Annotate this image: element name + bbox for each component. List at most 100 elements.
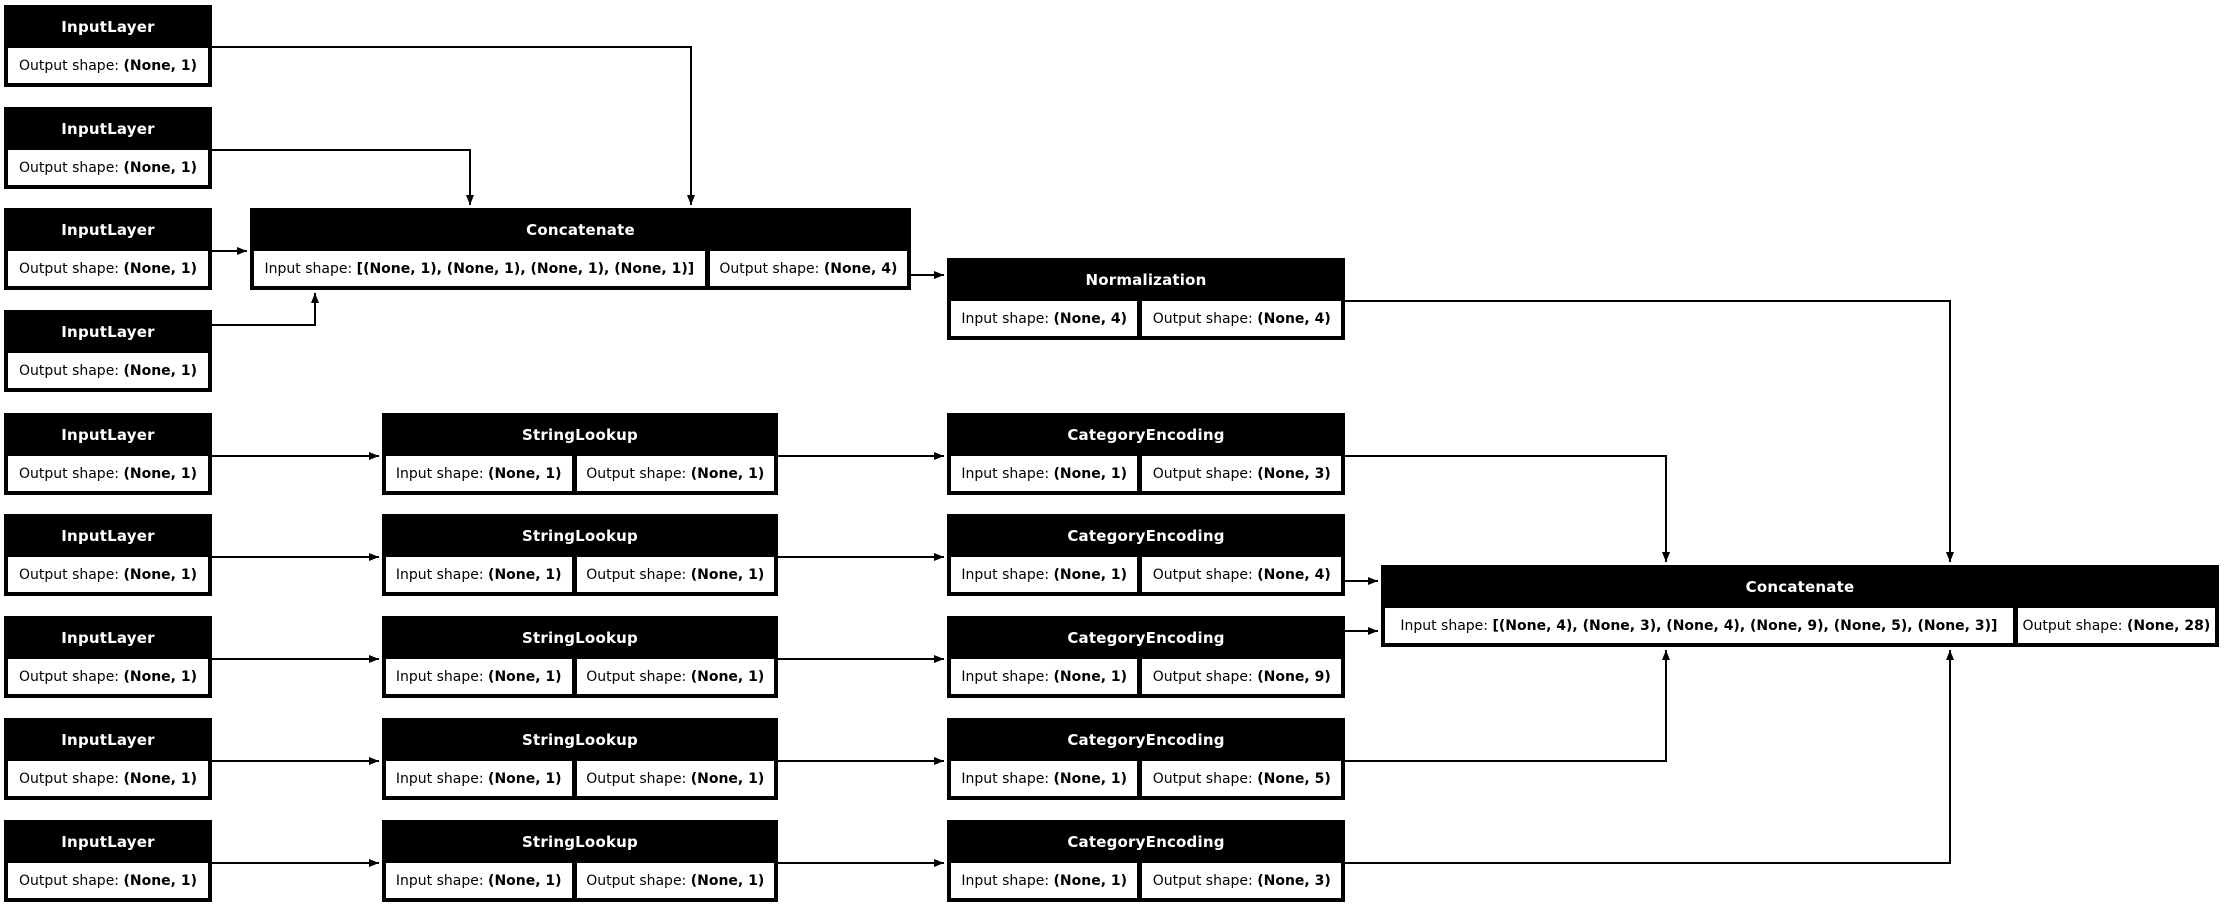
- concatenate-1-title: Concatenate: [526, 220, 635, 239]
- normalization-shape-value-0: (None, 4): [1053, 310, 1128, 327]
- input-layer-7-shape-cell-0: Output shape: (None, 1): [8, 659, 208, 694]
- string-lookup-5-shape-label-1: Output shape:: [586, 872, 691, 889]
- category-encoding-3-shape-label-0: Input shape:: [961, 668, 1054, 685]
- string-lookup-4-shape-label-0: Input shape:: [395, 770, 489, 787]
- edge-input2-to-concatenate1: [212, 149, 474, 205]
- input-layer-5-title: InputLayer: [61, 425, 155, 444]
- string-lookup-2-shape-cell-1: Output shape: (None, 1): [576, 557, 774, 592]
- input-layer-2-shape-cell-0: Output shape: (None, 1): [8, 150, 208, 185]
- input-layer-4-shape-label-0: Output shape:: [18, 362, 124, 379]
- string-lookup-5-shape-cell-0: Input shape: (None, 1): [386, 863, 572, 898]
- input-layer-8-shape-cell-0: Output shape: (None, 1): [8, 761, 208, 796]
- input-layer-5-shape-label-0: Output shape:: [18, 465, 124, 482]
- string-lookup-2-shape-label-0: Input shape:: [395, 566, 489, 583]
- input-layer-4-title: InputLayer: [61, 322, 155, 341]
- input-layer-9-title: InputLayer: [61, 832, 155, 851]
- concatenate-2-shape-value-0: [(None, 4), (None, 3), (None, 4), (None,…: [1492, 617, 1998, 634]
- category-encoding-3-shape-label-1: Output shape:: [1152, 668, 1258, 685]
- category-encoding-3-title: CategoryEncoding: [1067, 628, 1225, 647]
- normalization-title: Normalization: [1085, 270, 1207, 289]
- string-lookup-3-shape-value-0: (None, 1): [488, 668, 562, 685]
- string-lookup-5-shape-value-0: (None, 1): [488, 872, 562, 889]
- normalization-shape-label-1: Output shape:: [1152, 310, 1258, 327]
- edge-input4-to-concatenate1: [212, 293, 319, 326]
- string-lookup-5-title: StringLookup: [522, 832, 638, 851]
- concatenate-2-shape-cell-0: Input shape: [(None, 4), (None, 3), (Non…: [1385, 608, 2013, 643]
- input-layer-3-shape-cell-0: Output shape: (None, 1): [8, 251, 208, 286]
- string-lookup-3-shape-label-1: Output shape:: [586, 668, 691, 685]
- string-lookup-5-shape-value-1: (None, 1): [690, 872, 765, 889]
- edge-input1-to-concatenate1: [212, 46, 695, 205]
- string-lookup-4-shape-value-1: (None, 1): [690, 770, 765, 787]
- input-layer-1-title: InputLayer: [61, 17, 155, 36]
- string-lookup-3-shape-cell-0: Input shape: (None, 1): [386, 659, 572, 694]
- input-layer-6-shape-value-0: (None, 1): [123, 566, 198, 583]
- input-layer-6-shape-cell-0: Output shape: (None, 1): [8, 557, 208, 592]
- category-encoding-4-title: CategoryEncoding: [1067, 730, 1225, 749]
- string-lookup-1-shape-cell-1: Output shape: (None, 1): [576, 456, 774, 491]
- edge-categoryencoding1-to-concatenate2: [1345, 455, 1670, 562]
- concatenate-2-shape-value-1: (None, 28): [2126, 617, 2211, 634]
- input-layer-1-shape-label-0: Output shape:: [18, 57, 124, 74]
- string-lookup-5-shape-cell-1: Output shape: (None, 1): [576, 863, 774, 898]
- concatenate-1-shape-value-1: (None, 4): [823, 260, 898, 277]
- string-lookup-2-title: StringLookup: [522, 526, 638, 545]
- concatenate-2-shape-label-1: Output shape:: [2022, 617, 2127, 634]
- string-lookup-1-shape-value-1: (None, 1): [690, 465, 765, 482]
- category-encoding-2-shape-cell-1: Output shape: (None, 4): [1142, 557, 1341, 592]
- category-encoding-3-shape-value-1: (None, 9): [1257, 668, 1331, 685]
- category-encoding-1-shape-label-1: Output shape:: [1152, 465, 1258, 482]
- normalization-shape-cell-0: Input shape: (None, 4): [951, 301, 1138, 336]
- normalization-shape-label-0: Input shape:: [961, 310, 1054, 327]
- category-encoding-3-shape-cell-0: Input shape: (None, 1): [951, 659, 1138, 694]
- input-layer-4-shape-value-0: (None, 1): [123, 362, 198, 379]
- input-layer-4-shape-cell-0: Output shape: (None, 1): [8, 353, 208, 388]
- string-lookup-1-shape-cell-0: Input shape: (None, 1): [386, 456, 572, 491]
- concatenate-1-shape-label-0: Input shape:: [264, 260, 357, 277]
- string-lookup-5-shape-label-0: Input shape:: [395, 872, 489, 889]
- string-lookup-4-shape-cell-0: Input shape: (None, 1): [386, 761, 572, 796]
- edge-categoryencoding4-to-concatenate2: [1345, 650, 1670, 762]
- input-layer-2-shape-value-0: (None, 1): [123, 159, 198, 176]
- category-encoding-5-shape-value-1: (None, 3): [1257, 872, 1331, 889]
- category-encoding-1-shape-cell-1: Output shape: (None, 3): [1142, 456, 1341, 491]
- string-lookup-2-shape-value-0: (None, 1): [488, 566, 562, 583]
- category-encoding-1-shape-value-0: (None, 1): [1053, 465, 1128, 482]
- input-layer-6-shape-label-0: Output shape:: [18, 566, 124, 583]
- string-lookup-1-title: StringLookup: [522, 425, 638, 444]
- string-lookup-1-shape-label-0: Input shape:: [395, 465, 489, 482]
- input-layer-7-title: InputLayer: [61, 628, 155, 647]
- input-layer-5-shape-cell-0: Output shape: (None, 1): [8, 456, 208, 491]
- category-encoding-5-shape-value-0: (None, 1): [1053, 872, 1128, 889]
- concatenate-2-shape-label-0: Input shape:: [1400, 617, 1493, 634]
- string-lookup-4-shape-label-1: Output shape:: [586, 770, 691, 787]
- category-encoding-5-shape-cell-0: Input shape: (None, 1): [951, 863, 1138, 898]
- input-layer-7-shape-value-0: (None, 1): [123, 668, 198, 685]
- category-encoding-2-shape-label-0: Input shape:: [961, 566, 1054, 583]
- concatenate-1-shape-label-1: Output shape:: [719, 260, 824, 277]
- edge-categoryencoding5-to-concatenate2: [1345, 650, 1954, 864]
- concatenate-2-title: Concatenate: [1745, 577, 1855, 596]
- category-encoding-4-shape-label-1: Output shape:: [1152, 770, 1258, 787]
- string-lookup-3-shape-label-0: Input shape:: [395, 668, 489, 685]
- category-encoding-1-shape-cell-0: Input shape: (None, 1): [951, 456, 1138, 491]
- string-lookup-2-shape-value-1: (None, 1): [690, 566, 765, 583]
- input-layer-9-shape-cell-0: Output shape: (None, 1): [8, 863, 208, 898]
- input-layer-8-shape-value-0: (None, 1): [123, 770, 198, 787]
- input-layer-9-shape-label-0: Output shape:: [18, 872, 124, 889]
- input-layer-2-title: InputLayer: [61, 119, 155, 138]
- category-encoding-2-shape-cell-0: Input shape: (None, 1): [951, 557, 1138, 592]
